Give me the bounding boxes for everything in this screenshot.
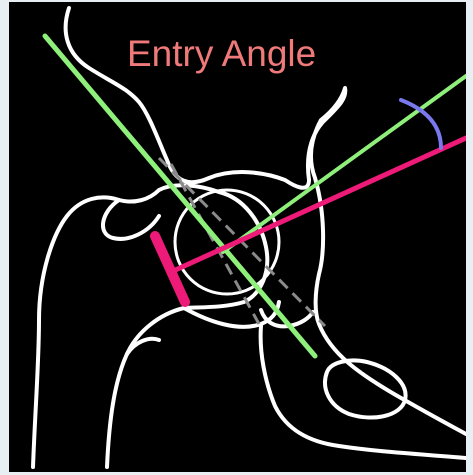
greater-trochanter-outline — [103, 200, 159, 239]
lesser-trochanter-outline — [127, 339, 159, 354]
ischium-outline — [261, 326, 466, 458]
diagram-title: Entry Angle — [127, 33, 316, 74]
entry-line-upper — [223, 76, 466, 252]
reference-line — [171, 138, 466, 272]
diagram-panel: Entry Angle — [9, 2, 466, 472]
obturator-foramen-outline — [325, 360, 406, 417]
hip-diagram: Entry Angle — [9, 2, 466, 472]
